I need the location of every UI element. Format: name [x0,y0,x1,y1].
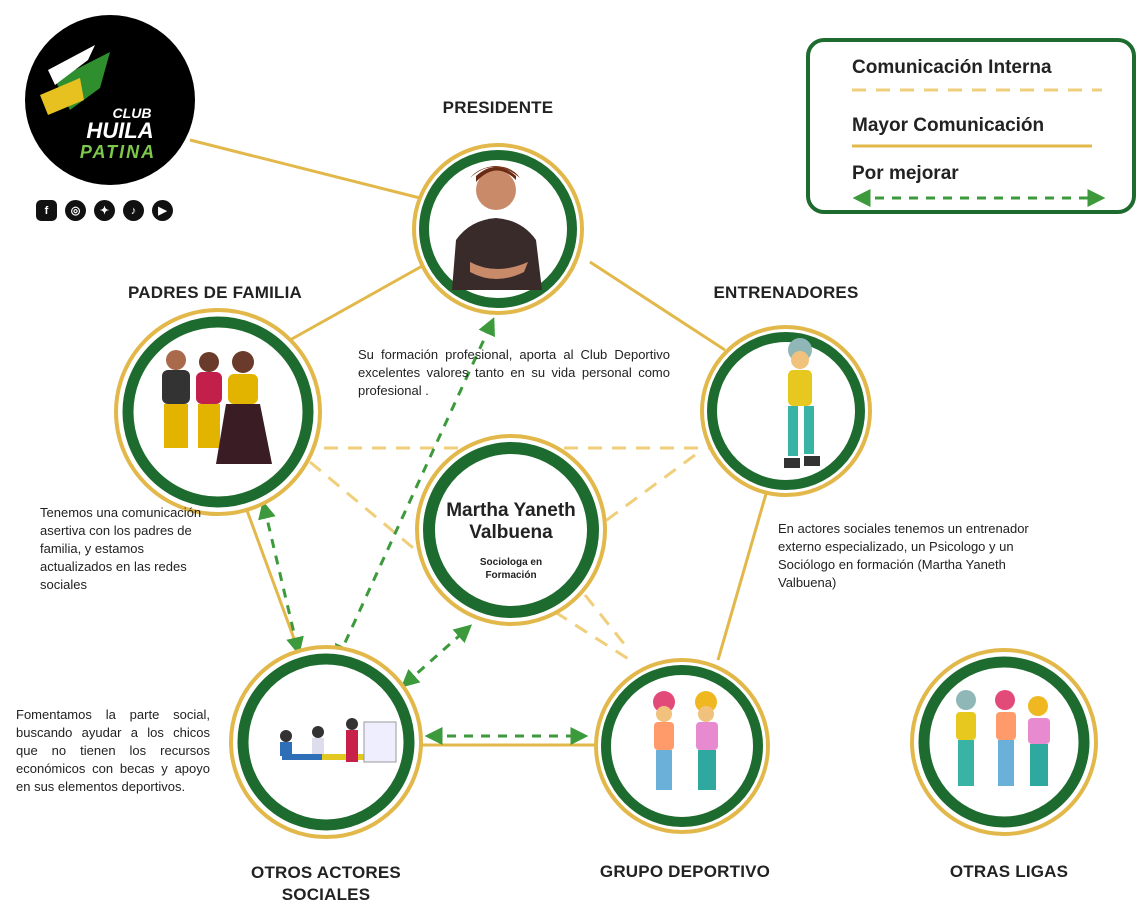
otras-ligas-title: OTRAS LIGAS [949,862,1069,881]
node-center [415,434,607,626]
social-icons-row: f ◎ ✦ ♪ ▶ [36,200,173,221]
president-person-icon [452,166,542,290]
people-meeting-icon [280,718,397,763]
otros-actores-title-line2: SOCIALES [281,885,371,904]
logo-text-huila: HUILA [86,118,153,143]
instagram-icon[interactable]: ◎ [65,200,86,221]
legend-internal-label: Comunicación Interna [852,57,1052,78]
node-entrenadores [700,325,872,497]
family-people-icon [162,350,272,464]
tiktok-icon[interactable]: ♪ [123,200,144,221]
logo-text-patina: PATINA [80,142,156,162]
otros-actores-title-line1: OTROS ACTORES [251,863,401,882]
node-padres [114,308,322,516]
presidente-title: PRESIDENTE [442,98,554,117]
logo-text-club: CLUB [113,105,152,121]
line-presidente-entrenadores [589,260,726,352]
twitter-icon[interactable]: ✦ [94,200,115,221]
legend-improve-label: Por mejorar [852,163,959,184]
major-communication-lines [189,138,772,747]
line-padres-otros [243,504,302,656]
line-entrenadores-grupo [716,479,772,661]
skater-coach-icon [784,338,820,468]
facebook-icon[interactable]: f [36,200,57,221]
center-person-role: Sociologa en Formación [479,557,543,581]
node-grupo [594,658,770,834]
legend-lines [852,88,1106,207]
line-logo-presidente [189,138,421,200]
node-presidente [412,143,584,315]
kids-skaters-icon [653,691,718,790]
entrenadores-title: ENTRENADORES [713,283,859,302]
grupo-title: GRUPO DEPORTIVO [599,862,771,881]
club-logo: CLUB HUILA PATINA [25,15,195,185]
padres-description: Tenemos una comunicación asertiva con lo… [40,505,202,592]
legend-major-label: Mayor Comunicación [852,115,1045,136]
legend-box [806,38,1136,214]
otros-actores-title: OTROS ACTORES SOCIALES [236,862,416,906]
line-presidente-padres [289,258,434,342]
padres-title: PADRES DE FAMILIA [127,283,303,302]
youtube-icon[interactable]: ▶ [152,200,173,221]
node-otros-actores [229,645,423,839]
node-otras-ligas [910,648,1098,836]
entrenadores-description: En actores sociales tenemos un entrenado… [778,521,1029,590]
otros-actores-description: Fomentamos la parte social, buscando ayu… [16,707,210,794]
league-skaters-icon [956,690,1050,786]
presidente-description: Su formación profesional, aporta al Club… [358,347,670,398]
improve-communication-arrows [258,317,589,745]
center-person-name: Martha Yaneth Valbuena [446,500,576,543]
